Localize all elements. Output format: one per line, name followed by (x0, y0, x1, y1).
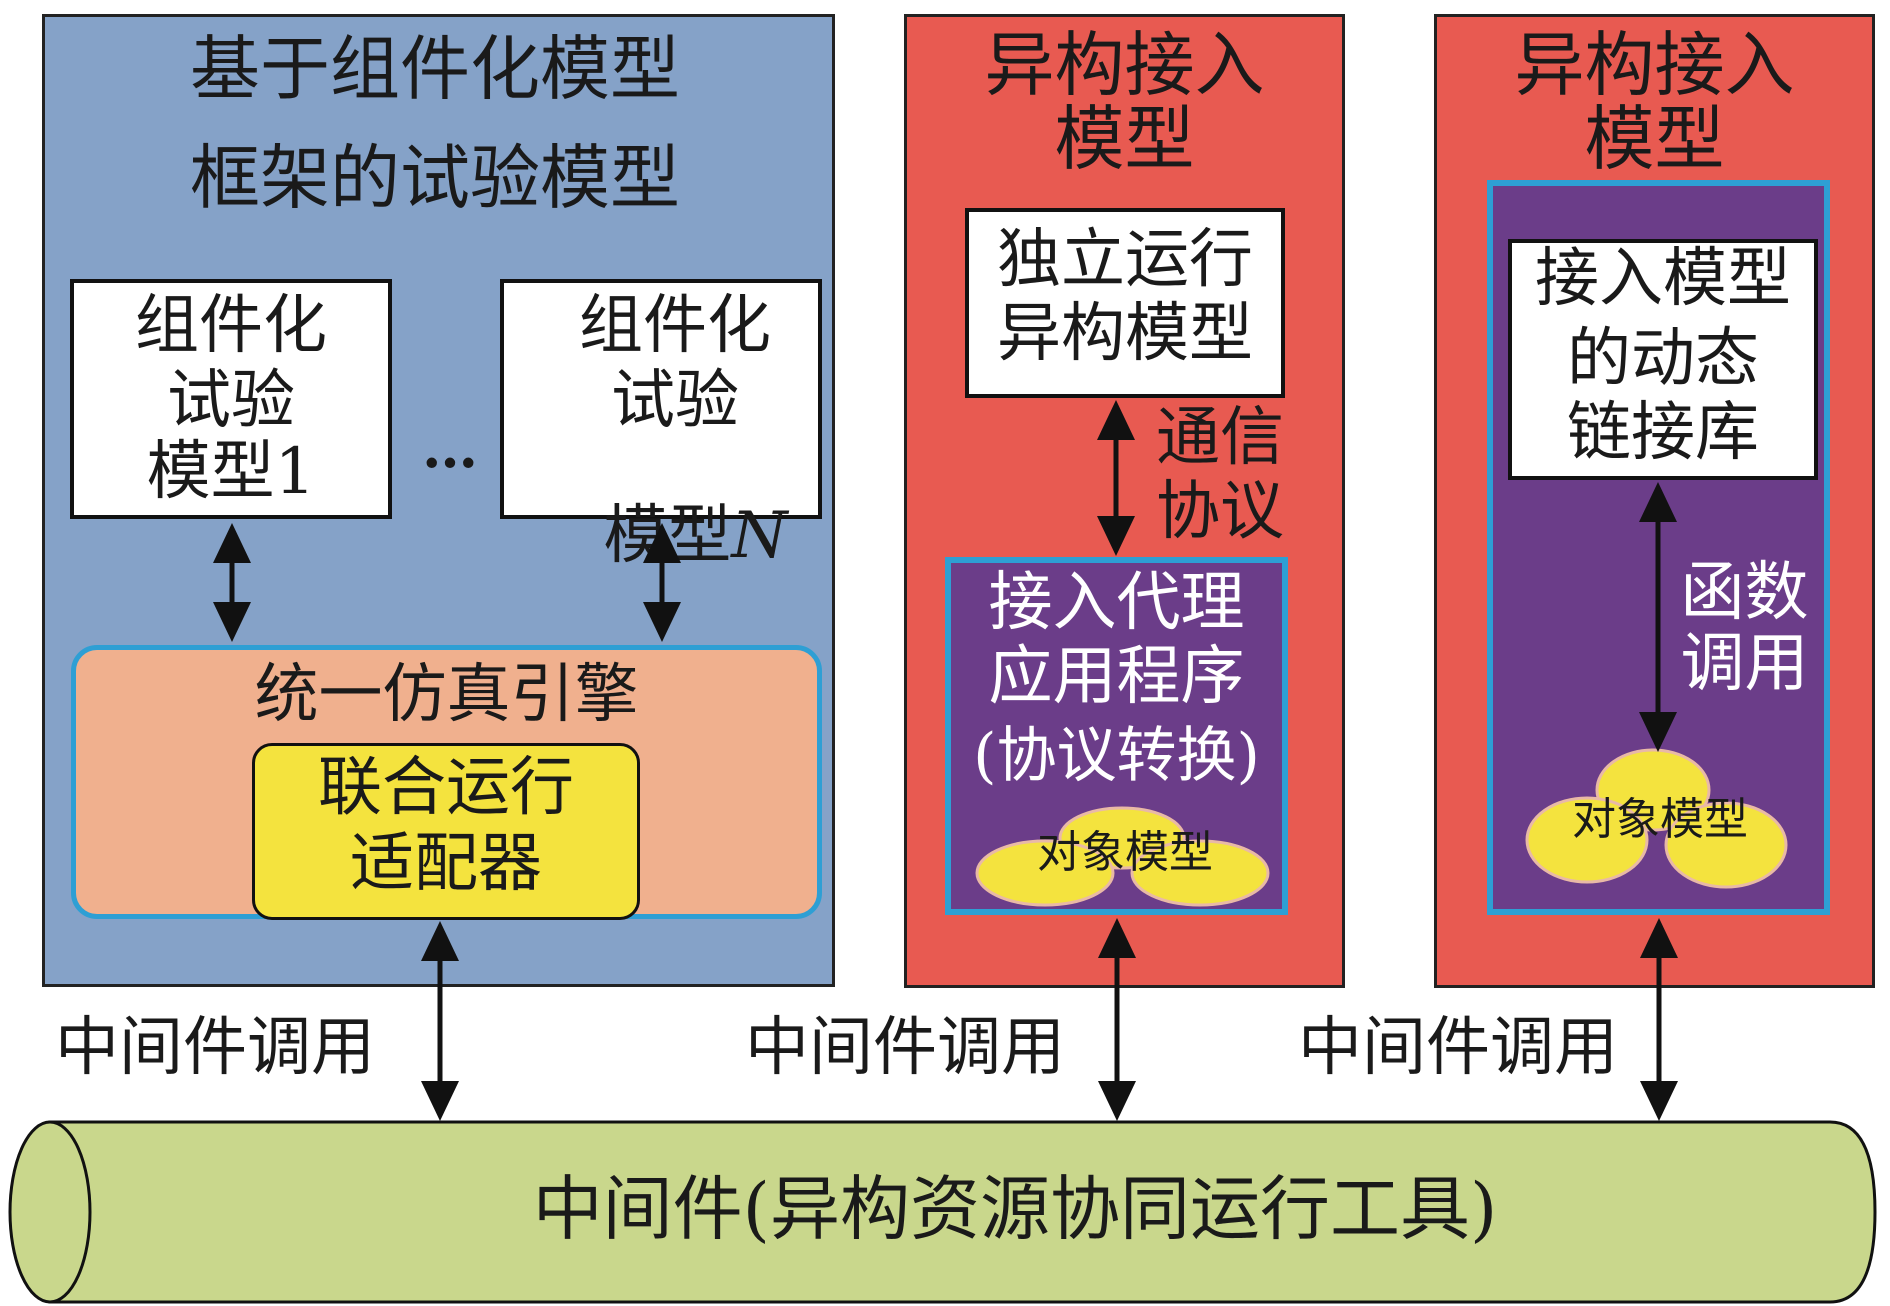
standalone-line-2: 异构模型 (997, 297, 1253, 371)
standalone-line-1: 独立运行 (997, 223, 1253, 297)
middleware-bus-label: 中间件(异构资源协同运行工具) (532, 1168, 1498, 1250)
arrowhead-down (421, 1081, 459, 1121)
proxy-line-3: (协议转换) (973, 721, 1260, 791)
ellipsis: … (422, 415, 478, 481)
middle-panel-title-line-1: 异构接入 (984, 24, 1265, 106)
function-call-label-line-2: 调用 (1680, 627, 1809, 701)
dll-line-1: 接入模型 (1535, 242, 1791, 316)
test-model-n-suffix: N (731, 499, 788, 573)
standalone-heterogeneous-model-box[interactable] (965, 208, 1285, 398)
test-model-1-box[interactable] (70, 279, 392, 519)
dll-line-3: 链接库 (1567, 396, 1759, 470)
test-model-1-line-3: 模型1 (146, 435, 316, 509)
right-panel-title-line-1: 异构接入 (1514, 24, 1795, 106)
bus-end-cap (8, 1120, 92, 1304)
object-model-label-right: 对象模型 (1572, 794, 1748, 845)
right-panel-title-line-2: 模型 (1584, 98, 1725, 180)
middleware-call-label-3: 中间件调用 (1298, 1011, 1618, 1085)
test-model-n-line-2: 试验 (611, 364, 739, 438)
comm-protocol-label-line-2: 协议 (1156, 475, 1284, 549)
proxy-line-1: 接入代理 (988, 566, 1245, 640)
middleware-call-label-1: 中间件调用 (55, 1011, 375, 1085)
middle-panel-title-line-2: 模型 (1054, 98, 1195, 180)
adapter-line-2: 适配器 (350, 827, 542, 901)
proxy-line-2: 应用程序 (988, 640, 1245, 714)
middleware-call-label-2: 中间件调用 (745, 1011, 1065, 1085)
engine-label: 统一仿真引擎 (254, 658, 639, 732)
left-panel-title-line-1: 基于组件化模型 (190, 28, 680, 110)
arrowhead-down (1098, 1081, 1136, 1121)
test-model-n-line-3: 模型N (525, 440, 825, 568)
dynamic-link-library-box[interactable] (1508, 239, 1818, 480)
test-model-n-line-1: 组件化 (579, 289, 771, 363)
joint-run-adapter[interactable] (252, 743, 640, 920)
dll-line-2: 的动态 (1567, 322, 1759, 396)
comm-protocol-label-line-1: 通信 (1156, 401, 1284, 475)
adapter-line-1: 联合运行 (318, 751, 574, 825)
test-model-n-box[interactable] (500, 279, 822, 519)
test-model-1-line-1: 组件化 (135, 289, 327, 363)
object-model-label-middle: 对象模型 (1037, 827, 1213, 878)
arrowhead-down (1640, 1081, 1678, 1121)
function-call-label-line-1: 函数 (1680, 556, 1809, 630)
test-model-1-line-2: 试验 (167, 364, 295, 438)
left-panel-title-line-2: 框架的试验模型 (190, 137, 680, 219)
test-model-n-line-3-text: 模型 (603, 499, 732, 573)
